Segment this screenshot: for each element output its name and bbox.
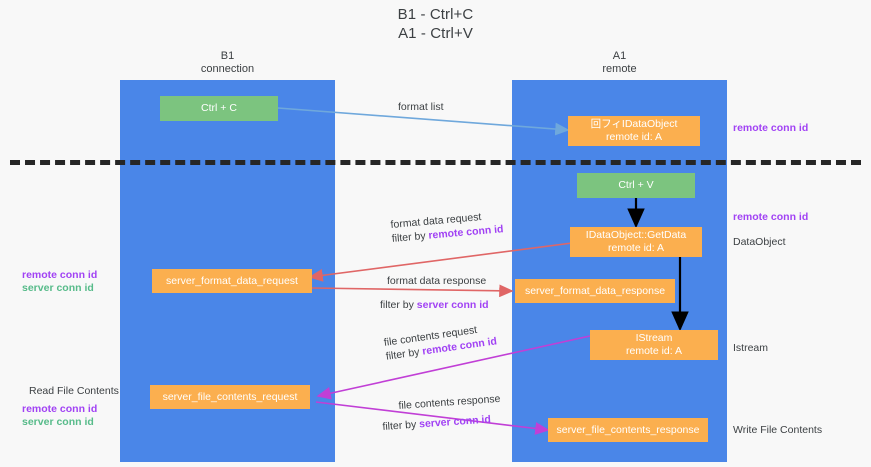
annotation-dataobject: DataObject — [733, 236, 786, 248]
node-server-format-data-request-label: server_format_data_request — [166, 274, 298, 287]
node-idataobject-line1: 回フィIDataObject — [590, 118, 678, 130]
annotation-remote-conn-id-top: remote conn id — [733, 122, 809, 134]
edge-label-format-data-response: format data response — [387, 274, 486, 288]
column-header-b1-role: connection — [200, 63, 255, 75]
node-server-format-data-response[interactable]: server_format_data_response — [515, 279, 675, 303]
node-server-file-contents-response-label: server_file_contents_response — [556, 423, 700, 436]
node-getdata[interactable]: IDataObject::GetData remote id: A — [570, 227, 702, 257]
node-istream-line2: remote id: A — [625, 345, 683, 357]
annotation-left-remote-conn-id-text: remote conn id — [22, 269, 98, 281]
node-getdata-line1: IDataObject::GetData — [585, 229, 687, 241]
edge-label-file-contents-response: file contents response — [398, 392, 501, 413]
node-server-file-contents-request[interactable]: server_file_contents_request — [150, 385, 310, 409]
annotation-left-remote-conn-id-2-text: remote conn id — [22, 403, 98, 415]
column-header-a1: A1 remote — [512, 50, 727, 76]
edge-label-file-contents-request: file contents request filter by remote c… — [383, 320, 498, 363]
node-istream-line1: IStream — [635, 332, 673, 344]
annotation-read-file-contents: Read File Contents — [29, 385, 119, 397]
node-server-format-data-response-label: server_format_data_response — [524, 284, 666, 297]
node-idataobject[interactable]: 回フィIDataObject remote id: A — [568, 116, 700, 146]
node-idataobject-line2: remote id: A — [605, 131, 663, 143]
edge-label-format-data-response-line1: format data response — [387, 275, 487, 287]
edge-label-file-contents-response-filter: filter by server conn id — [382, 413, 492, 433]
diagram-title-line-1: B1 - Ctrl+C — [397, 6, 474, 23]
annotation-remote-conn-id-mid: remote conn id — [733, 211, 809, 223]
node-ctrl-v-label: Ctrl + V — [618, 179, 654, 191]
column-header-a1-role: remote — [602, 63, 637, 75]
section-divider — [10, 160, 861, 165]
node-getdata-line2: remote id: A — [607, 242, 665, 254]
node-istream[interactable]: IStream remote id: A — [590, 330, 718, 360]
node-server-file-contents-response[interactable]: server_file_contents_response — [548, 418, 708, 442]
diagram-title-line-2: A1 - Ctrl+V — [398, 25, 473, 42]
node-ctrl-c[interactable]: Ctrl + C — [160, 96, 278, 121]
node-ctrl-c-label: Ctrl + C — [201, 102, 237, 114]
node-idataobject-glyph-artifact: 回フィ — [590, 118, 622, 130]
edge-label-format-data-request: format data request filter by remote con… — [390, 208, 504, 246]
annotation-write-file-contents: Write File Contents — [733, 424, 823, 436]
annotation-left-remote-conn-id: remote conn id server conn id — [22, 269, 97, 295]
annotation-istream: Istream — [733, 342, 769, 354]
annotation-left-server-conn-id-2-text: server conn id — [22, 416, 94, 428]
edge-label-format-list: format list — [398, 101, 444, 113]
node-server-file-contents-request-label: server_file_contents_request — [162, 390, 298, 403]
column-header-b1: B1 connection — [120, 50, 335, 76]
annotation-left-conn-ids-bottom: remote conn id server conn id — [22, 403, 97, 429]
column-header-b1-name: B1 — [220, 50, 235, 62]
column-header-a1-name: A1 — [612, 50, 627, 62]
edge-label-file-contents-response-line1: file contents response — [398, 392, 501, 412]
node-ctrl-v[interactable]: Ctrl + V — [577, 173, 695, 198]
edge-label-format-data-response-filter: filter by server conn id — [380, 299, 489, 311]
annotation-left-server-conn-id-text: server conn id — [22, 282, 94, 294]
node-server-format-data-request[interactable]: server_format_data_request — [152, 269, 312, 293]
